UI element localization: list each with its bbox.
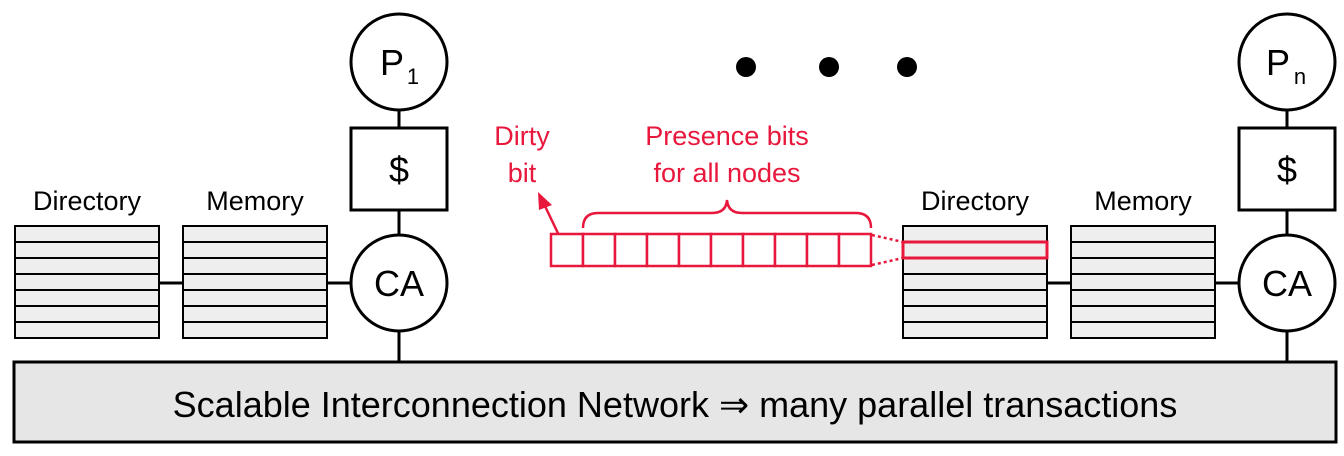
directory-row bbox=[14, 225, 160, 243]
memory-right-stack bbox=[1070, 225, 1216, 339]
directory-row bbox=[902, 225, 1048, 243]
memory-row bbox=[1070, 289, 1216, 307]
directory-right-stack bbox=[901, 225, 1049, 339]
cache-right-label: $ bbox=[1277, 149, 1297, 190]
memory-left-label: Memory bbox=[206, 186, 304, 216]
zoom-line-bottom bbox=[871, 256, 904, 267]
directory-row bbox=[902, 241, 1048, 259]
directory-row bbox=[14, 257, 160, 275]
memory-row bbox=[182, 225, 328, 243]
highlighted-directory-entry bbox=[901, 240, 1049, 260]
cache-right bbox=[1237, 126, 1337, 212]
dirty-bit-label-line2: bit bbox=[508, 158, 537, 188]
presence-bit-cell bbox=[645, 232, 681, 268]
communication-assist-left-label: CA bbox=[374, 263, 424, 304]
memory-row bbox=[182, 241, 328, 259]
directory-row bbox=[902, 305, 1048, 323]
interconnection-network: Scalable Interconnection Network ⇒ many … bbox=[12, 360, 1338, 444]
memory-row bbox=[182, 289, 328, 307]
network-bar bbox=[12, 360, 1338, 444]
processor-pn-index: n bbox=[1294, 64, 1306, 89]
directory-left-label: Directory bbox=[33, 186, 142, 216]
processor-pn bbox=[1237, 12, 1337, 112]
directory-row bbox=[902, 321, 1048, 339]
directory-row bbox=[14, 321, 160, 339]
directory-row bbox=[14, 273, 160, 291]
presence-bits-label-line2: for all nodes bbox=[653, 158, 800, 188]
ellipsis-dot bbox=[819, 57, 839, 77]
directory-row bbox=[902, 289, 1048, 307]
communication-assist-left bbox=[349, 233, 449, 333]
left-node: P 1 $ CA Directory Memory bbox=[14, 12, 449, 362]
memory-right-label: Memory bbox=[1094, 186, 1192, 216]
directory-left-stack bbox=[14, 225, 160, 339]
processor-p1-index: 1 bbox=[407, 64, 419, 89]
memory-row bbox=[182, 321, 328, 339]
presence-bit-cell bbox=[581, 232, 617, 268]
memory-row bbox=[182, 257, 328, 275]
right-node: P n $ CA Directory Memory bbox=[901, 12, 1337, 362]
memory-row bbox=[1070, 273, 1216, 291]
ellipsis-dot bbox=[736, 57, 756, 77]
ellipsis-dots bbox=[736, 57, 917, 77]
presence-bit-cell bbox=[837, 232, 873, 268]
directory-entry-detail: Dirty bit Presence bits for all nodes bbox=[494, 121, 904, 268]
presence-bit-cell bbox=[773, 232, 809, 268]
memory-row bbox=[1070, 305, 1216, 323]
memory-row bbox=[1070, 225, 1216, 243]
presence-bits-brace bbox=[581, 199, 873, 229]
dirty-bit-arrowhead bbox=[538, 192, 552, 210]
memory-row bbox=[182, 305, 328, 323]
dirty-bit-label-line1: Dirty bbox=[494, 121, 550, 151]
dirty-bit-cell bbox=[549, 232, 585, 268]
presence-bit-cell bbox=[805, 232, 841, 268]
directory-right-label: Directory bbox=[921, 186, 1030, 216]
presence-bit-cell bbox=[613, 232, 649, 268]
directory-row bbox=[14, 241, 160, 259]
network-label: Scalable Interconnection Network ⇒ many … bbox=[173, 384, 1178, 425]
communication-assist-right-label: CA bbox=[1262, 263, 1312, 304]
zoom-line-top bbox=[871, 233, 904, 244]
presence-bits-label-line1: Presence bits bbox=[645, 121, 809, 151]
directory-row bbox=[14, 289, 160, 307]
directory-entry-bits bbox=[549, 232, 873, 268]
directory-row bbox=[902, 257, 1048, 275]
processor-pn-letter: P bbox=[1266, 42, 1290, 83]
directory-row bbox=[902, 273, 1048, 291]
communication-assist-right bbox=[1237, 233, 1337, 333]
memory-row bbox=[1070, 321, 1216, 339]
cache-left bbox=[349, 126, 449, 212]
processor-p1-letter: P bbox=[380, 42, 404, 83]
cache-left-label: $ bbox=[389, 149, 409, 190]
presence-bit-cell bbox=[709, 232, 745, 268]
ellipsis-dot bbox=[897, 57, 917, 77]
presence-bit-cell bbox=[677, 232, 713, 268]
directory-row bbox=[14, 305, 160, 323]
processor-p1 bbox=[349, 12, 449, 112]
presence-bit-cell bbox=[741, 232, 777, 268]
memory-left-stack bbox=[182, 225, 328, 339]
memory-row bbox=[1070, 257, 1216, 275]
memory-row bbox=[182, 273, 328, 291]
memory-row bbox=[1070, 241, 1216, 259]
